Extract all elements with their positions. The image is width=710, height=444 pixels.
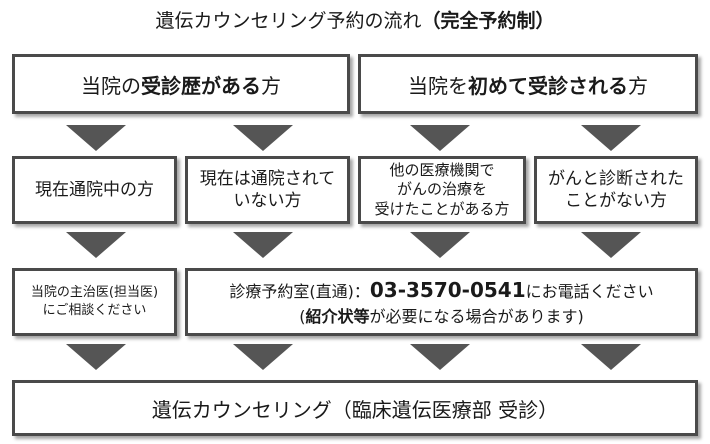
title-bold-note: （完全予約制） [421,10,555,32]
case-not-currently-visiting-line-1: 現在は通院されて [199,168,336,189]
arrow-down-icon [233,344,293,370]
reservation-call-instruction: にお電話ください [525,281,654,301]
header-new-label: 当院を初めて受診される方 [408,73,648,98]
consult-line-2: にご相談ください [42,303,147,318]
case-never-diagnosed-line-1: がんと診断された [548,168,684,189]
case-not-currently-visiting-line-2: いない方 [233,191,302,211]
case-never-diagnosed-line-2: ことがない方 [565,191,667,211]
arrow-down-icon [581,232,641,258]
diagram-title: 遺伝カウンセリング予約の流れ（完全予約制） [0,6,710,33]
reservation-office-label: 診療予約室(直通)： [229,281,370,301]
arrow-down-icon [581,125,641,151]
arrow-down-icon [581,344,641,370]
arrow-down-icon [410,125,470,151]
referral-letter-label: 紹介状等 [305,306,370,326]
arrow-down-icon [66,344,126,370]
case-currently-visiting-line-1: 現在通院中の方 [35,179,154,200]
final-label: 遺伝カウンセリング（臨床遺伝医療部 受診） [151,397,559,422]
case-not-currently-visiting: 現在は通院されて いない方 [185,156,350,224]
case-treated-elsewhere-line-3: 受けたことがある方 [374,199,510,218]
case-treated-elsewhere-line-2: がんの治療を [396,180,487,199]
case-treated-elsewhere: 他の医療機関で がんの治療を 受けたことがある方 [358,156,526,224]
reservation-line-2: (紹介状等が必要になる場合があります) [299,306,584,326]
consult-attending-physician: 当院の主治医(担当医) にご相談ください [12,268,177,336]
header-returning-patients: 当院の受診歴がある方 [12,54,350,114]
genetic-counseling-final-box: 遺伝カウンセリング（臨床遺伝医療部 受診） [12,380,698,436]
reservation-line-1: 診療予約室(直通)：03-3570-0541にお電話ください [229,276,653,305]
case-currently-visiting: 現在通院中の方 [12,156,177,224]
case-never-diagnosed: がんと診断された ことがない方 [534,156,698,224]
header-returning-label: 当院の受診歴がある方 [81,73,281,98]
title-text: 遺伝カウンセリング予約の流れ [155,10,422,32]
arrow-down-icon [66,232,126,258]
header-new-patients: 当院を初めて受診される方 [358,54,698,114]
arrow-down-icon [66,125,126,151]
case-treated-elsewhere-line-1: 他の医療機関で [389,160,495,179]
reservation-phone-number[interactable]: 03-3570-0541 [369,277,526,302]
arrow-down-icon [410,344,470,370]
reservation-call-box: 診療予約室(直通)：03-3570-0541にお電話ください (紹介状等が必要に… [185,268,698,336]
arrow-down-icon [410,232,470,258]
arrow-down-icon [233,125,293,151]
consult-line-1: 当院の主治医(担当医) [30,285,159,301]
arrow-down-icon [233,232,293,258]
